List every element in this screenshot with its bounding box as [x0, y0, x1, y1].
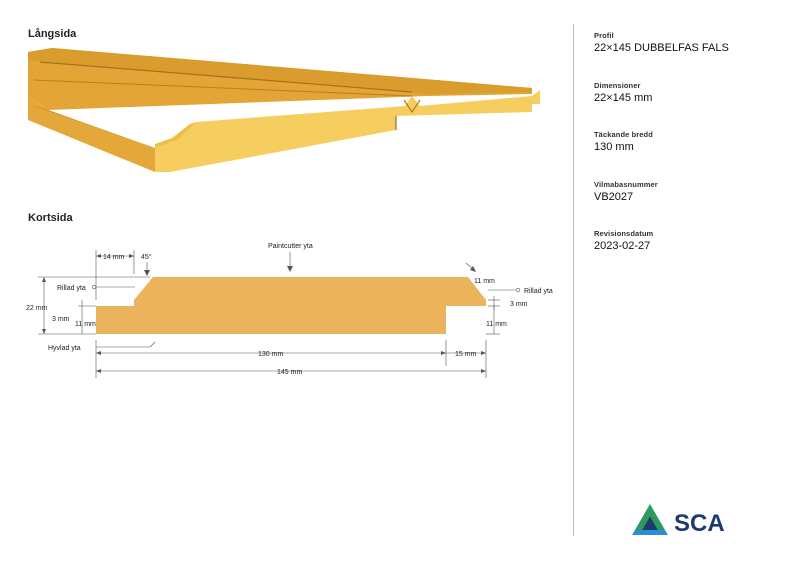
dim-angle: 45° [141, 253, 152, 261]
board-groove-line [33, 79, 413, 97]
dim-130mm: 130 mm [258, 351, 283, 358]
info-value: 22×145 DUBBELFAS FALS [594, 42, 729, 54]
info-covering-width: Täckande bredd 130 mm [594, 130, 653, 153]
board-end-face [155, 90, 540, 172]
info-value: 130 mm [594, 141, 634, 153]
profile-drawing: 14 mm 45° Paintcutter yta Rillad yta 22 … [26, 243, 553, 378]
info-vilmabas: Vilmabasnummer VB2027 [594, 180, 658, 203]
dim-11mm-left: 11 mm [75, 321, 96, 328]
label-rillad-left: Rillad yta [57, 285, 86, 292]
info-revision-date: Revisionsdatum 2023-02-27 [594, 229, 653, 252]
info-label: Vilmabasnummer [594, 180, 658, 189]
dim-22mm: 22 mm [26, 305, 48, 312]
dim-3mm-left: 3 mm [52, 316, 70, 323]
dim-14mm: 14 mm [103, 254, 125, 261]
board-groove-line [39, 61, 413, 93]
info-profile: Profil 22×145 DUBBELFAS FALS [594, 31, 729, 54]
sca-logo-text: SCA [674, 510, 725, 537]
dim-11mm-right: 11 mm [486, 321, 507, 328]
info-label: Täckande bredd [594, 130, 653, 139]
board-end-step [155, 122, 196, 148]
dim-145mm: 145 mm [277, 369, 302, 376]
label-paintcutter: Paintcutter yta [268, 243, 313, 250]
label-rillad-right: Rillad yta [524, 288, 553, 295]
board-top-shade [28, 48, 532, 94]
vertical-divider [573, 24, 574, 536]
info-value: VB2027 [594, 191, 634, 203]
sca-logo-mark-icon [632, 504, 668, 535]
info-label: Profil [594, 31, 614, 40]
info-dimensions: Dimensioner 22×145 mm [594, 81, 652, 104]
short-side-title: Kortsida [28, 212, 73, 224]
info-label: Dimensioner [594, 81, 641, 90]
info-label: Revisionsdatum [594, 229, 654, 238]
board-3d-illustration [28, 48, 540, 172]
label-hyvlad: Hyvlad yta [48, 345, 81, 352]
profile-cross-section [96, 277, 486, 334]
sca-logo: SCA [632, 504, 725, 537]
dim-3mm-right: 3 mm [510, 301, 528, 308]
info-value: 2023-02-27 [594, 240, 651, 252]
board-v-groove [403, 99, 421, 114]
dim-11mm-top-right: 11 mm [474, 278, 495, 285]
board-side-face [28, 96, 155, 172]
dim-15mm: 15 mm [455, 351, 477, 358]
info-value: 22×145 mm [594, 92, 653, 104]
long-side-title: Långsida [28, 28, 77, 40]
